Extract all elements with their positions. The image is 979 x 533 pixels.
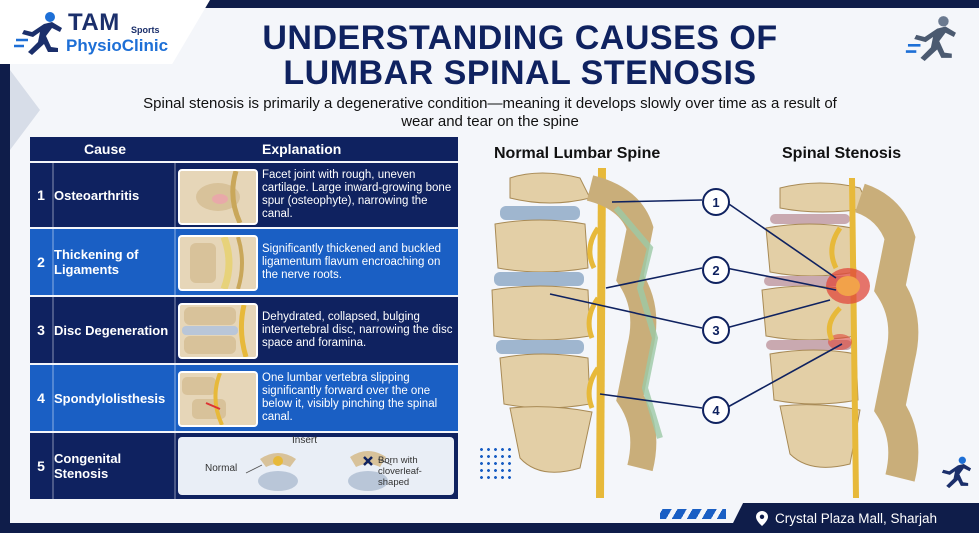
spondylolisthesis-image (178, 371, 258, 427)
ligament-image (178, 235, 258, 291)
table-row: 1 Osteoarthritis Facet joint with rough,… (30, 163, 458, 227)
column-divider (52, 163, 54, 227)
column-divider (174, 297, 176, 363)
row-cause: Congenital Stenosis (54, 451, 122, 481)
column-divider (52, 229, 54, 295)
runner-icon-right (905, 16, 956, 61)
marker-1: 1 (702, 188, 730, 216)
decorative-triangle (10, 70, 40, 150)
row-explanation: Dehydrated, collapsed, bulging intervert… (262, 310, 453, 349)
page-title-line2: LUMBAR SPINAL STENOSIS (283, 54, 757, 92)
location-pin-icon (756, 510, 768, 526)
insert-label: Insert (292, 435, 318, 446)
row-number: 4 (37, 390, 45, 406)
runner-icon-bottom (941, 456, 972, 489)
brand-name-top: TAM (68, 9, 120, 36)
column-divider (52, 365, 54, 431)
normal-spine-illustration (491, 168, 663, 499)
location-text: Crystal Plaza Mall, Sharjah (775, 510, 938, 526)
stenosis-spine-title: Spinal Stenosis (782, 145, 902, 162)
row-explanation: Significantly thickened and buckled liga… (262, 242, 442, 281)
page-subtitle: Spinal stenosis is primarily a degenerat… (143, 95, 837, 130)
marker-3: 3 (702, 316, 730, 344)
row-cause: Thickening of Ligaments (54, 247, 139, 277)
table-row: 2 Thickening of Ligaments Significantly … (30, 229, 458, 295)
column-divider (174, 433, 176, 499)
decorative-dots (478, 446, 512, 480)
table-row: 3 Disc Degeneration Dehydrated, collapse… (30, 297, 458, 363)
column-divider (174, 163, 176, 227)
spine-diagram (491, 168, 919, 499)
location-banner: Crystal Plaza Mall, Sharjah (728, 503, 979, 533)
header-cause: Cause (84, 141, 127, 157)
row-cause: Spondylolisthesis (54, 390, 166, 406)
column-divider (52, 297, 54, 363)
bottom-frame-bar (0, 523, 979, 533)
disc-image (178, 303, 258, 359)
header-explanation: Explanation (262, 141, 342, 157)
column-divider (52, 433, 54, 499)
row-number: 2 (37, 254, 45, 270)
marker-4: 4 (702, 396, 730, 424)
runner-icon (14, 12, 62, 55)
brand-name-bottom: PhysioClinic (66, 36, 169, 55)
causes-table: Cause Explanation 1 Osteoarthritis Facet… (30, 137, 458, 499)
row-number: 1 (37, 187, 45, 203)
page-title-line1: UNDERSTANDING CAUSES OF (262, 19, 778, 57)
normal-label: Normal (205, 463, 238, 474)
marker-arrows (549, 199, 843, 409)
table-row: 5 Congenital Stenosis Insert Normal Born… (30, 433, 458, 499)
congenital-insert (178, 437, 454, 495)
row-number: 3 (37, 322, 45, 338)
table-header: Cause Explanation (30, 137, 458, 161)
table-row: 4 Spondylolisthesis One lumbar vertebra … (30, 365, 458, 431)
row-explanation: Facet joint with rough, uneven cartilage… (262, 169, 452, 220)
row-cause: Disc Degeneration (54, 322, 169, 338)
facet-joint-image (178, 169, 258, 225)
row-number: 5 (37, 458, 45, 474)
normal-spine-title: Normal Lumbar Spine (494, 145, 661, 162)
brand-sports: Sports (131, 25, 160, 35)
born-with-label: Born with cloverleaf-shaped (378, 455, 422, 488)
top-frame-bar (0, 0, 979, 8)
row-explanation: One lumbar vertebra slipping significant… (262, 372, 438, 423)
logo: TAM Sports PhysioClinic (0, 0, 210, 64)
row-cause: Osteoarthritis (54, 187, 140, 203)
decorative-stripes (660, 509, 726, 519)
column-divider (174, 229, 176, 295)
left-frame-bar (0, 0, 10, 533)
stenosis-spine-illustration (761, 177, 919, 499)
marker-2: 2 (702, 256, 730, 284)
column-divider (174, 365, 176, 431)
